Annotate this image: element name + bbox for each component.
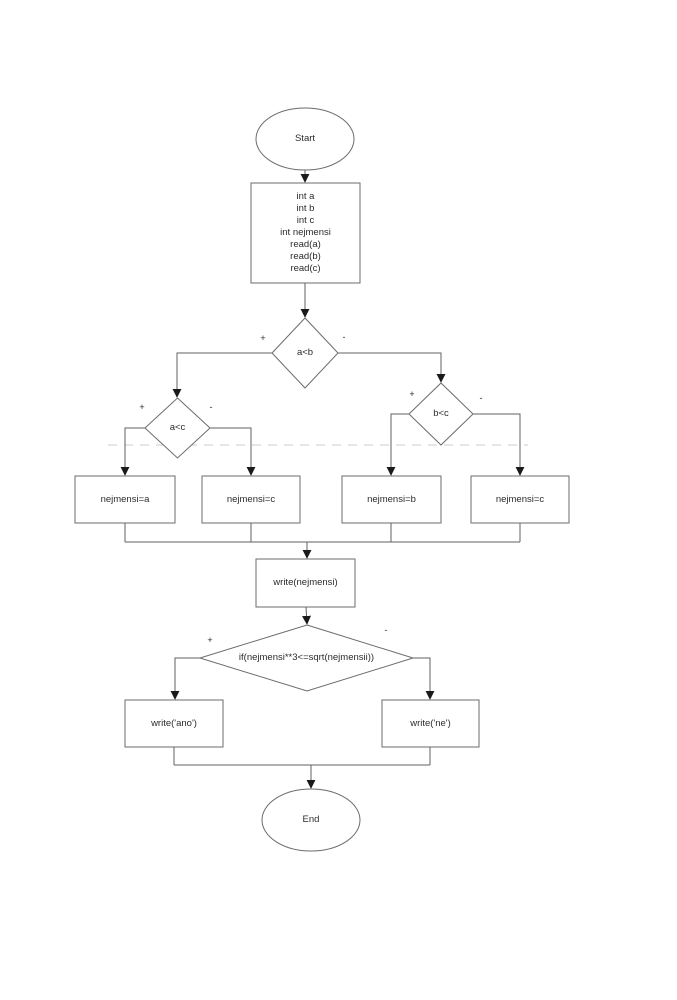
assign-b-process-shape [341,475,442,524]
assign-c-right-process-shape [470,475,570,524]
decision-bc-diamond-shape [408,382,474,446]
edge-decision-bc-plus-to-assign-b [386,413,409,476]
edge-decision-ab-minus-to-decision-bc [338,352,446,383]
end-terminator-shape [261,788,361,852]
edge-decision-if-plus-to-write-ano [170,657,200,700]
edge-decision-bc-minus-to-assign-c-right [473,413,525,476]
assign-c-left-process-shape [201,475,301,524]
decision-ac-diamond-shape [144,397,211,459]
edge-decision-ab-plus-to-decision-ac [172,352,272,398]
init-process-shape [250,182,361,284]
decision-ab-diamond-shape [271,317,339,389]
edge-write-nejmensi-to-decision-if [302,606,312,625]
start-terminator-shape [255,107,355,171]
edge-decision-ac-plus-to-assign-a [120,427,145,476]
decision-if-diamond-shape [198,624,415,692]
write-nejmensi-process-shape [255,558,356,608]
write-ano-process-shape [124,699,224,748]
assign-a-process-shape [74,475,176,524]
edge-decision-if-minus-to-write-ne [413,657,435,700]
edge-decision-ac-minus-to-assign-c-left [210,427,256,476]
write-ne-process-shape [381,699,480,748]
